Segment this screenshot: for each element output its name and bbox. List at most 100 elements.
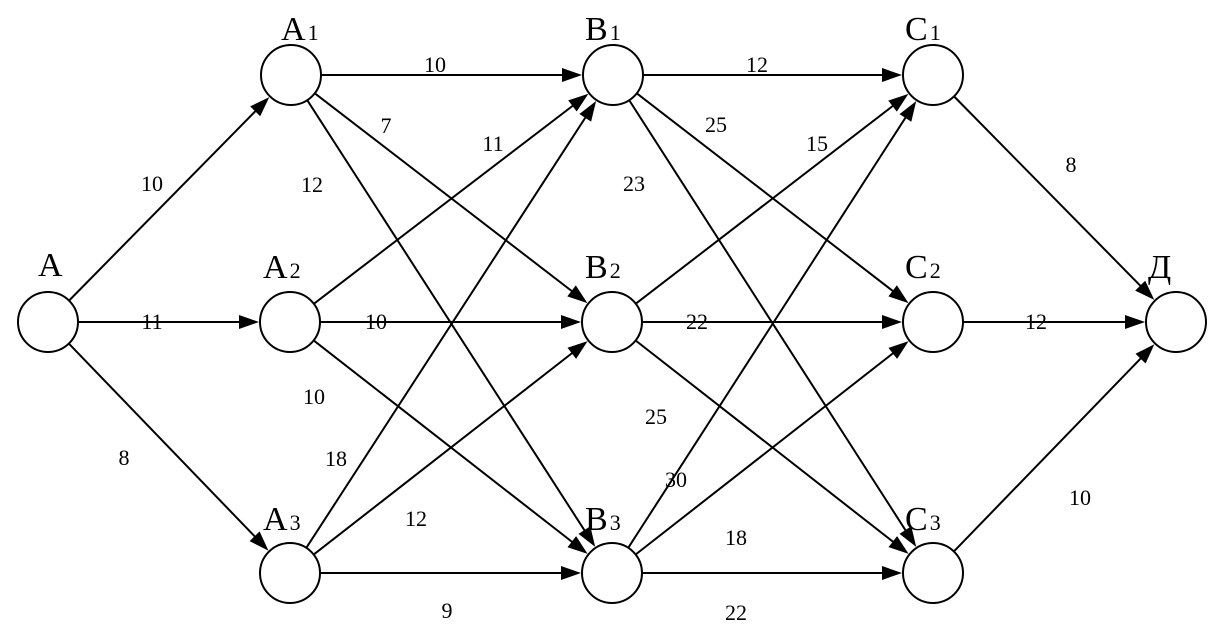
arrowhead-B1-C2: [888, 285, 909, 304]
node-label-subscript: 3: [930, 510, 941, 535]
arrowhead-A-A1: [250, 97, 270, 117]
arrowhead-C2-D: [1125, 315, 1145, 329]
weights-layer: 1011810712111010181291225231522253018228…: [119, 52, 1092, 625]
edge-weight-B2-C2: 22: [686, 309, 708, 334]
edge-weight-A-A2: 11: [141, 309, 162, 334]
edge-C1-D: [953, 95, 1143, 288]
edge-weight-A1-B2: 7: [381, 113, 392, 138]
node-label-subscript: 2: [290, 258, 301, 283]
edge-weight-A3-B3: 9: [442, 598, 453, 623]
edge-weight-B1-C2: 25: [705, 112, 727, 137]
arrowhead-B3-C3: [882, 566, 902, 580]
edge-A1-B3: [306, 99, 587, 533]
node-A1: [260, 44, 322, 106]
arrowhead-A-A2: [239, 315, 259, 329]
node-A2: [259, 291, 321, 353]
edge-B2-C1: [635, 104, 895, 305]
edge-A1-B2: [314, 92, 574, 293]
node-label-A2: A2: [263, 249, 301, 286]
arrowhead-B3-C1: [899, 101, 917, 122]
node-label-main: A: [38, 247, 63, 284]
node-label-subscript: 1: [308, 20, 319, 45]
node-A: [17, 291, 79, 353]
node-C2: [902, 291, 964, 353]
edge-weight-A3-B1: 18: [325, 446, 347, 471]
node-D: [1145, 291, 1207, 353]
edge-weight-A1-B3: 12: [301, 172, 323, 197]
node-label-A1: A1: [281, 11, 319, 48]
node-label-main: A: [263, 249, 288, 286]
arrowhead-A3-B1: [579, 101, 597, 122]
edge-A2-B3: [313, 339, 574, 544]
node-label-main: B: [585, 11, 608, 48]
node-B3: [581, 542, 643, 604]
node-label-main: B: [585, 249, 608, 286]
node-label-main: C: [905, 249, 928, 286]
node-B2: [581, 291, 643, 353]
node-label-subscript: 2: [610, 258, 621, 283]
edge-weight-B3-C1: 30: [665, 467, 687, 492]
node-label-D: Д: [1148, 249, 1171, 286]
node-C3: [902, 542, 964, 604]
node-label-A3: A3: [263, 501, 301, 538]
arrowhead-C3-D: [1135, 344, 1155, 364]
edge-B1-C3: [628, 99, 908, 533]
edge-weight-A2-B2: 10: [365, 309, 387, 334]
edge-A2-B1: [313, 103, 575, 305]
arrowhead-A1-B3: [578, 526, 596, 547]
node-label-B1: B1: [585, 11, 621, 48]
node-label-C2: C2: [905, 249, 941, 286]
arrowhead-A-A3: [249, 531, 269, 551]
edge-weight-C3-D: 10: [1069, 485, 1091, 510]
edge-C3-D: [953, 356, 1143, 553]
edge-weight-C2-D: 12: [1025, 309, 1047, 334]
node-label-subscript: 2: [930, 258, 941, 283]
arrowhead-B2-C2: [882, 315, 902, 329]
arrowhead-B1-C3: [899, 526, 917, 547]
arrowhead-B2-C3: [888, 536, 909, 554]
edge-weight-C1-D: 8: [1066, 152, 1077, 177]
node-label-subscript: 3: [610, 510, 621, 535]
arrowhead-A2-B1: [568, 93, 589, 112]
node-label-C3: C3: [905, 501, 941, 538]
edge-weight-A-A3: 8: [119, 445, 130, 470]
edge-weight-A3-B2: 12: [405, 506, 427, 531]
edge-B2-C3: [635, 339, 896, 544]
arrowhead-A2-B3: [567, 536, 588, 554]
node-label-subscript: 1: [610, 20, 621, 45]
node-label-subscript: 3: [290, 510, 301, 535]
node-label-subscript: 1: [930, 20, 941, 45]
arrowhead-C1-D: [1135, 280, 1155, 300]
edge-B3-C1: [627, 115, 908, 549]
arrowhead-A3-B3: [561, 566, 581, 580]
arrowhead-A3-B2: [567, 341, 588, 359]
edge-weight-B2-C3: 25: [645, 404, 667, 429]
arrowhead-B3-C2: [888, 341, 909, 359]
node-label-main: B: [585, 501, 608, 538]
edge-A3-B2: [313, 351, 574, 556]
edge-weight-A1-B1: 10: [424, 52, 446, 77]
edge-weight-B1-C3: 23: [623, 171, 645, 196]
edge-weight-A2-B3: 10: [303, 384, 325, 409]
edge-weight-A2-B1: 11: [482, 131, 503, 156]
node-C1: [902, 44, 964, 106]
edge-A-A1: [68, 109, 258, 302]
node-label-C1: C1: [905, 11, 941, 48]
arrowhead-A2-B2: [561, 315, 581, 329]
arrowhead-B2-C1: [888, 93, 909, 112]
node-label-B3: B3: [585, 501, 621, 538]
node-label-main: Д: [1148, 249, 1171, 286]
node-label-main: A: [263, 501, 288, 538]
edge-weight-B1-C1: 12: [746, 52, 768, 77]
edge-weight-B3-C3: 22: [725, 600, 747, 625]
node-A3: [259, 542, 321, 604]
node-label-A: A: [38, 247, 63, 284]
edge-weight-A-A1: 10: [141, 171, 163, 196]
arrowhead-A1-B2: [567, 285, 588, 304]
edge-B3-C2: [635, 351, 896, 556]
node-label-B2: B2: [585, 249, 621, 286]
node-label-main: C: [905, 11, 928, 48]
node-label-main: C: [905, 501, 928, 538]
